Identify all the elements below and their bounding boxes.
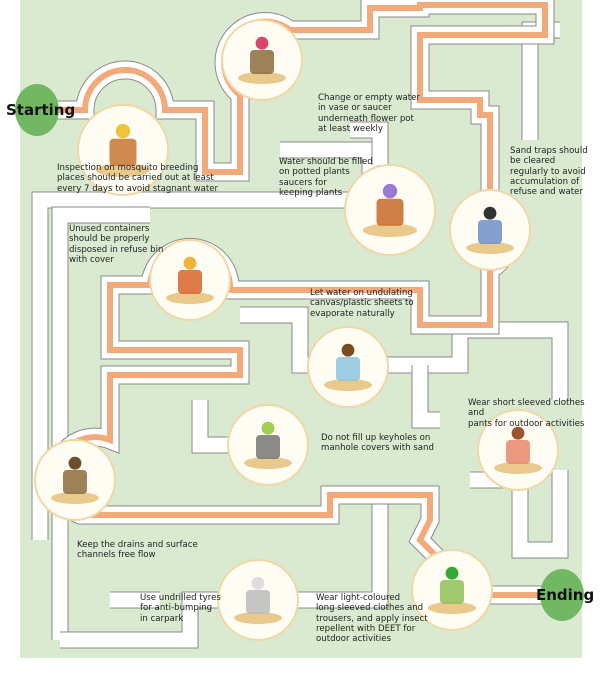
illustration-head — [511, 426, 525, 440]
illustration-head — [261, 421, 275, 435]
caption-short-sleeved: Wear short sleeved clothes and pants for… — [468, 398, 585, 429]
ground-shadow — [466, 242, 514, 254]
manhole-cover-icon — [227, 404, 309, 486]
caption-keyholes: Do not fill up keyholes on manhole cover… — [321, 433, 434, 454]
ground-shadow — [428, 602, 476, 614]
caption-sand-traps: Sand traps should be cleared regularly t… — [510, 146, 588, 198]
caption-flower-pot: Change or empty water in vase or saucer … — [318, 93, 420, 134]
illustration-body — [256, 435, 280, 459]
woman-outdoor-icon — [477, 409, 559, 491]
illustration-body — [336, 357, 360, 381]
drain-icon — [34, 439, 116, 521]
caption-potted-plant: Water should be filled on potted plants … — [279, 157, 373, 198]
maze-track — [60, 490, 388, 648]
ground-shadow — [238, 72, 286, 84]
illustration-head — [255, 36, 269, 50]
illustration-head — [483, 206, 497, 220]
end-node — [540, 569, 584, 621]
illustration-body — [63, 470, 87, 494]
ground-shadow — [166, 292, 214, 304]
illustration-head — [68, 456, 82, 470]
illustration-head — [445, 566, 459, 580]
ground-shadow — [324, 379, 372, 391]
illustration-head — [183, 256, 197, 270]
man-clearing-sand-trap-icon — [449, 189, 531, 271]
ground-shadow — [363, 223, 417, 237]
maze-track — [522, 22, 560, 140]
tyres-icon — [217, 559, 299, 641]
illustration-body — [109, 138, 137, 166]
caption-containers: Unused containers should be properly dis… — [69, 224, 164, 265]
illustration-body — [178, 270, 202, 294]
wet-canvas-icon — [307, 326, 389, 408]
illustration-body — [440, 580, 464, 604]
maze-track — [412, 365, 440, 428]
illustration-head — [341, 343, 355, 357]
caption-canvas: Let water on undulating canvas/plastic s… — [310, 288, 414, 319]
ground-shadow — [494, 462, 542, 474]
ground-shadow — [51, 492, 99, 504]
caption-tyres: Use undrilled tyres for anti-bumping in … — [140, 593, 221, 624]
caption-drains: Keep the drains and surface channels fre… — [77, 540, 198, 561]
illustration-body — [250, 50, 274, 74]
ground-shadow — [244, 457, 292, 469]
illustration-body — [246, 590, 270, 614]
start-label: Starting — [6, 101, 76, 119]
ground-shadow — [234, 612, 282, 624]
illustration-body — [376, 198, 404, 226]
refuse-bin-icon — [149, 239, 231, 321]
illustration-head — [382, 183, 398, 199]
worker-inspecting-icon — [77, 104, 169, 196]
maze-track — [350, 122, 388, 165]
solution-track — [46, 0, 554, 604]
ground-shadow — [96, 163, 150, 177]
caption-inspection: Inspection on mosquito breeding places s… — [57, 163, 219, 194]
maze-track — [240, 307, 568, 400]
flower-pots-icon — [221, 19, 303, 101]
end-label: Ending — [536, 586, 595, 604]
couple-outdoor-icon — [411, 549, 493, 631]
potted-plant-icon — [344, 164, 436, 256]
illustration-head — [251, 576, 265, 590]
caption-light-coloured: Wear light-coloured long sleeved clothes… — [316, 593, 428, 645]
start-node — [15, 84, 59, 136]
maze-track — [192, 400, 240, 453]
illustration-head — [115, 123, 131, 139]
illustration-body — [506, 440, 530, 464]
illustration-body — [478, 220, 502, 244]
